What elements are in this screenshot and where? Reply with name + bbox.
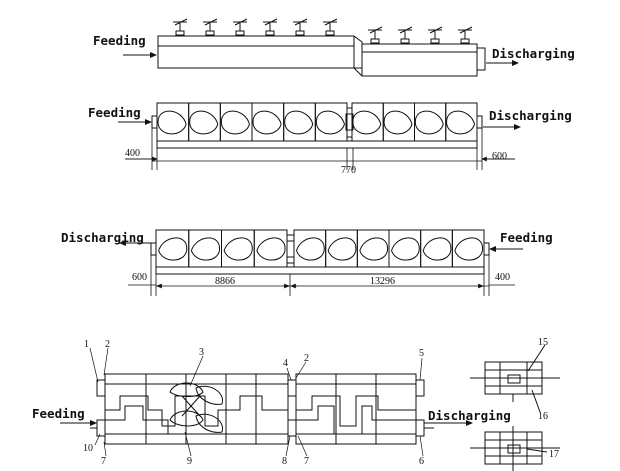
plan-view-1-cells <box>157 103 477 141</box>
plan-view-2-cells <box>156 230 484 267</box>
callout-4: 4 <box>283 358 288 369</box>
callout-2: 2 <box>105 339 110 350</box>
callout-6: 6 <box>419 456 424 467</box>
callout-17: 17 <box>549 449 559 460</box>
callout-2b: 2 <box>304 353 309 364</box>
cross-section-detail-lower <box>470 426 560 471</box>
discharging-label-detail: Discharging <box>428 408 511 423</box>
dim-770: 770 <box>341 165 356 176</box>
callout-8: 8 <box>282 456 287 467</box>
callout-9: 9 <box>187 456 192 467</box>
callout-5: 5 <box>419 348 424 359</box>
dim-400-plan2: 400 <box>495 272 510 283</box>
feeding-label-plan1: Feeding <box>88 105 141 120</box>
callout-10: 10 <box>83 443 93 454</box>
plan-view-1-dimensions <box>125 128 515 170</box>
paddle-assembly-detail <box>170 383 223 432</box>
dim-13296: 13296 <box>370 276 395 287</box>
elevation-paddle-shafts <box>173 19 472 43</box>
dim-8866: 8866 <box>215 276 235 287</box>
cross-section-detail-upper <box>470 345 560 412</box>
callout-1: 1 <box>84 339 89 350</box>
callout-7: 7 <box>101 456 106 467</box>
plan-view-2-dimensions <box>128 255 515 296</box>
feeding-label-plan2: Feeding <box>500 230 553 245</box>
discharging-label-plan1: Discharging <box>489 108 572 123</box>
detail-view <box>97 374 424 444</box>
dim-600-plan1: 600 <box>492 151 507 162</box>
callout-15: 15 <box>538 337 548 348</box>
discharging-label-plan2: Discharging <box>61 230 144 245</box>
callout-7b: 7 <box>304 456 309 467</box>
callout-16: 16 <box>538 411 548 422</box>
dim-400-plan1: 400 <box>125 148 140 159</box>
feeding-label-detail: Feeding <box>32 406 85 421</box>
discharging-label-elevation: Discharging <box>492 46 575 61</box>
callout-leaders <box>90 348 423 456</box>
elevation-view <box>158 36 485 76</box>
callout-3: 3 <box>199 347 204 358</box>
dim-600-plan2: 600 <box>132 272 147 283</box>
feeding-label-elevation: Feeding <box>93 33 146 48</box>
